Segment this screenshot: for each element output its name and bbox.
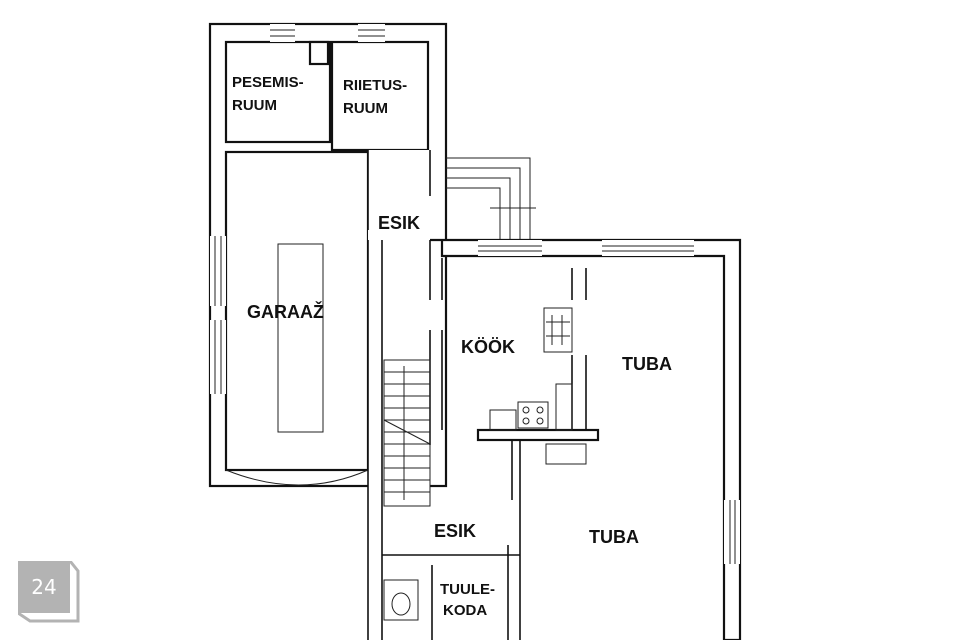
label-riietusruum-line2: RUUM (343, 100, 388, 117)
garage-door (225, 469, 369, 486)
kitchen-fixtures (489, 307, 587, 465)
label-pesemisruum-line2: RUUM (232, 97, 277, 114)
toilet-fixture (383, 579, 419, 621)
label-esik-top: ESIK (378, 213, 420, 233)
windows (210, 24, 385, 394)
staircase (383, 359, 431, 507)
label-riietusruum-line1: RIIETUS- (343, 77, 407, 94)
corridor-walls (367, 240, 443, 640)
house-walls (382, 238, 742, 640)
entrance-steps (446, 157, 536, 240)
label-esik-bottom: ESIK (434, 521, 476, 541)
car-outline (277, 243, 324, 433)
label-tuulekoda-line2: KODA (443, 602, 487, 619)
label-tuulekoda-line1: TUULE- (440, 581, 495, 598)
label-garaaz: GARAAŽ (247, 301, 324, 322)
chimney (308, 40, 330, 66)
label-kook: KÖÖK (461, 337, 515, 357)
label-tuba-bottom: TUBA (589, 527, 639, 547)
label-tuba-top: TUBA (622, 354, 672, 374)
page-number-badge: 24 (18, 561, 70, 613)
label-pesemisruum-line1: PESEMIS- (232, 74, 304, 91)
garage-block-walls (208, 22, 448, 496)
page-corner-fold (18, 561, 80, 623)
